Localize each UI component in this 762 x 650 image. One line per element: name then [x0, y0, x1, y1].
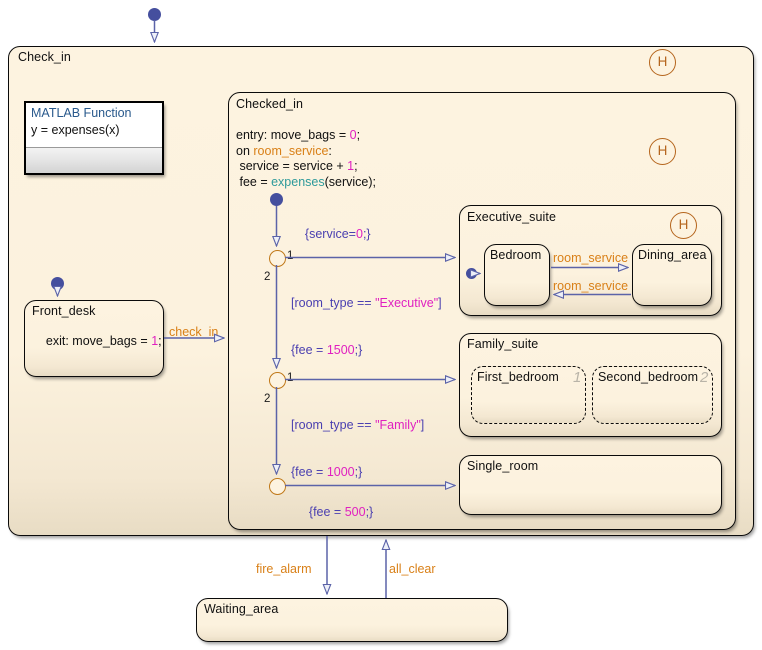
state-executive-suite-label: Executive_suite	[467, 210, 557, 224]
family-cond-close: ]	[420, 418, 425, 432]
state-family-suite-label: Family_suite	[467, 337, 539, 351]
junction-executive-order-2: 2	[264, 271, 271, 283]
service-increment-prefix: service = service +	[236, 159, 348, 174]
exit-suffix: ;	[158, 334, 162, 348]
single-act-close: ;}	[365, 504, 374, 519]
state-front-desk[interactable]	[24, 300, 164, 377]
state-bedroom[interactable]	[484, 244, 550, 306]
transition-label-room-service-to-bedroom: room_service	[553, 279, 629, 293]
exec-cond-close: ]	[438, 296, 442, 310]
executive-condition: [room_type == "Executive"]	[291, 296, 442, 312]
fee-call-function: expenses	[271, 174, 325, 189]
on-suffix: :	[328, 143, 332, 158]
state-dining-area-label: Dining_area	[638, 248, 707, 262]
state-single-room[interactable]	[459, 455, 722, 515]
fee-call-prefix: fee =	[236, 174, 272, 189]
transition-label-check-in: check_in	[169, 325, 219, 339]
state-first-bedroom[interactable]	[471, 366, 586, 424]
matlab-function-block[interactable]: MATLAB Function y = expenses(x)	[24, 101, 164, 175]
exec-act-close: ;}	[354, 342, 363, 357]
exec-act-open: {fee =	[291, 342, 327, 357]
family-act-value: 1000	[326, 464, 355, 479]
junction-single[interactable]	[269, 478, 286, 495]
transition-label-executive-branch: [room_type == "Executive"] {fee = 1500;}	[291, 265, 442, 389]
default-action-value: 0	[355, 226, 363, 241]
default-transition-blob-front-desk	[51, 277, 64, 290]
matlab-function-signature: y = expenses(x)	[31, 123, 120, 137]
single-act-open: {fee =	[308, 504, 345, 519]
history-icon-executive-suite[interactable]: H	[670, 212, 697, 239]
state-checked-in-actions: entry: move_bags = 0; on room_service: s…	[236, 113, 376, 205]
state-front-desk-label: Front_desk	[32, 304, 96, 318]
transition-label-single-branch: {fee = 500;}	[295, 489, 373, 536]
transition-label-fire-alarm: fire_alarm	[256, 562, 312, 576]
exec-cond-open: [room_type ==	[291, 296, 376, 310]
family-cond-open: [room_type ==	[291, 418, 376, 432]
family-act-open: {fee =	[291, 464, 327, 479]
junction-family-order-2: 2	[264, 393, 271, 405]
transition-label-all-clear: all_clear	[389, 562, 436, 576]
family-action: {fee = 1000;}	[291, 465, 424, 481]
matlab-function-body	[26, 147, 162, 173]
transition-label-default-action: {service=0;}	[291, 211, 371, 258]
default-transition-blob-checked-in	[270, 193, 283, 206]
state-check-in-label: Check_in	[18, 50, 71, 64]
history-icon-check-in[interactable]: H	[649, 49, 676, 76]
default-transition-blob-chart	[148, 8, 161, 21]
default-transition-blob-bedroom	[466, 268, 477, 279]
junction-family[interactable]	[269, 372, 286, 389]
service-increment-suffix: ;	[354, 159, 358, 174]
state-waiting-area-label: Waiting_area	[204, 602, 279, 616]
state-waiting-area[interactable]	[196, 598, 508, 642]
state-dining-area[interactable]	[632, 244, 712, 306]
entry-suffix: ;	[356, 128, 361, 143]
state-bedroom-label: Bedroom	[490, 248, 542, 262]
junction-executive[interactable]	[269, 250, 286, 267]
executive-action: {fee = 1500;}	[291, 343, 442, 359]
junction-family-order-1: 1	[287, 372, 294, 384]
entry-value: 0	[349, 128, 357, 143]
fee-call-suffix: (service);	[324, 174, 377, 189]
state-second-bedroom-label: Second_bedroom	[598, 370, 699, 384]
on-prefix: on	[236, 143, 254, 158]
single-act-value: 500	[344, 504, 366, 519]
exec-act-value: 1500	[326, 342, 355, 357]
transition-label-room-service-to-dining: room_service	[553, 251, 629, 265]
state-second-bedroom-order: 2	[700, 369, 709, 386]
state-checked-in-label: Checked_in	[236, 97, 304, 111]
exec-cond-value: "Executive"	[375, 296, 439, 310]
state-second-bedroom[interactable]	[592, 366, 713, 424]
default-action-close: ;}	[362, 226, 371, 241]
family-condition: [room_type == "Family"]	[291, 418, 424, 434]
exit-prefix: exit: move_bags =	[45, 334, 152, 348]
on-event-name: room_service	[253, 143, 329, 158]
junction-executive-order-1: 1	[287, 250, 294, 262]
exit-value: 1	[151, 334, 159, 348]
family-cond-value: "Family"	[375, 418, 421, 432]
matlab-function-title: MATLAB Function	[31, 106, 132, 120]
family-act-close: ;}	[354, 464, 363, 479]
state-first-bedroom-order: 1	[573, 369, 582, 386]
service-increment-value: 1	[347, 159, 355, 174]
history-icon-checked-in[interactable]: H	[649, 138, 676, 165]
default-action-open: {service=	[304, 226, 356, 241]
state-single-room-label: Single_room	[467, 459, 539, 473]
state-front-desk-exit-action: exit: move_bags = 1;	[32, 320, 162, 362]
transition-label-family-branch: [room_type == "Family"] {fee = 1000;}	[291, 387, 424, 511]
entry-prefix: entry: move_bags =	[236, 128, 350, 143]
matlab-function-header: MATLAB Function y = expenses(x)	[26, 103, 162, 147]
state-first-bedroom-label: First_bedroom	[477, 370, 559, 384]
